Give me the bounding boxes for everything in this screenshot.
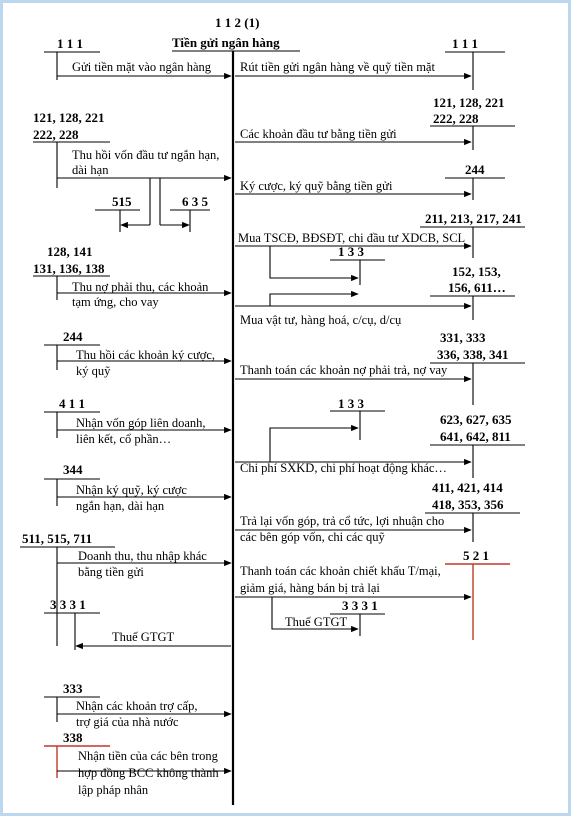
left-entry-411: 4 1 1 Nhận vốn góp liên doanh, liên kết,… xyxy=(44,396,232,446)
flow-label: Gửi tiền mặt vào ngân hàng xyxy=(72,60,212,74)
flow-label: lập pháp nhân xyxy=(78,783,149,797)
flow-arrow xyxy=(269,424,359,462)
account-label: 1 1 1 xyxy=(452,36,478,51)
flow-label: giảm giá, hàng bán bị trả lại xyxy=(240,581,380,595)
account-label: 5 2 1 xyxy=(463,548,489,563)
right-entry-521: 5 2 1 Thanh toán các khoản chiết khấu T/… xyxy=(235,548,510,640)
flow-label: Trả lại vốn góp, trả cổ tức, lợi nhuận c… xyxy=(240,514,444,528)
flow-label: ngắn hạn, dài hạn xyxy=(76,499,165,513)
flow-label: bằng tiền gửi xyxy=(78,565,144,579)
account-label: 244 xyxy=(63,329,83,344)
flow-label: Doanh thu, thu nhập khác xyxy=(78,549,207,563)
account-label: 121, 128, 221 xyxy=(433,95,505,110)
account-label: 623, 627, 635 xyxy=(440,412,512,427)
flow-label: các bên góp vốn, chi các quỹ xyxy=(240,530,385,544)
left-entry-333: 333 Nhận các khoản trợ cấp, trợ giá của … xyxy=(44,681,232,729)
account-label: 344 xyxy=(63,462,83,477)
account-label: 333 xyxy=(63,681,83,696)
account-label: 641, 642, 811 xyxy=(440,429,511,444)
flow-label: Các khoản đầu tư bằng tiền gửi xyxy=(240,127,397,141)
left-entry-121: 121, 128, 221 222, 228 Thu hồi vốn đầu t… xyxy=(33,110,232,232)
right-entry-121: 121, 128, 221 222, 228 Các khoản đầu tư … xyxy=(235,95,515,150)
flow-label: Thuế GTGT xyxy=(285,615,347,629)
flow-label: Nhận tiền của các bên trong xyxy=(78,749,219,763)
account-label: 1 3 3 xyxy=(338,244,365,259)
account-label: 6 3 5 xyxy=(182,194,209,209)
left-entry-244: 244 Thu hồi các khoản ký cược, ký quỹ xyxy=(44,329,232,378)
flow-label: Thu hồi các khoản ký cược, xyxy=(76,348,215,362)
account-label: 3 3 3 1 xyxy=(50,597,86,612)
flow-label: Thuế GTGT xyxy=(112,630,174,644)
flow-label: Thu nợ phải thu, các khoản xyxy=(72,280,209,294)
right-entry-411: 411, 421, 414 418, 353, 356 Trả lại vốn … xyxy=(235,480,520,544)
flow-arrow xyxy=(271,597,359,633)
account-label: 515 xyxy=(112,194,132,209)
account-name: Tiền gửi ngân hàng xyxy=(172,35,280,50)
flow-label: dài hạn xyxy=(72,163,109,177)
flow-arrow xyxy=(269,246,359,282)
flow-label: Rút tiền gửi ngân hàng về quỹ tiền mặt xyxy=(240,60,435,74)
account-label: 128, 141 xyxy=(47,244,93,259)
flow-label: hợp đồng BCC không thành xyxy=(78,766,219,780)
left-entry-344: 344 Nhận ký quỹ, ký cược ngắn hạn, dài h… xyxy=(44,462,232,513)
left-entry-338: 338 Nhận tiền của các bên trong hợp đồng… xyxy=(44,730,232,797)
account-label: 338 xyxy=(63,730,83,745)
flow-label: trợ giá của nhà nước xyxy=(76,715,179,729)
account-label: 131, 136, 138 xyxy=(33,261,105,276)
right-entry-152: 152, 153, 156, 611… Mua vật tư, hàng hoá… xyxy=(235,264,515,327)
account-label: 121, 128, 221 xyxy=(33,110,105,125)
right-entry-244: 244 Ký cược, ký quỹ bằng tiền gửi xyxy=(235,162,505,200)
flow-label: Thanh toán các khoản chiết khấu T/mại, xyxy=(240,564,441,578)
flow-label: Thu hồi vốn đầu tư ngắn hạn, xyxy=(72,148,219,162)
flow-label: Mua TSCĐ, BĐSĐT, chi đầu tư XDCB, SCL xyxy=(238,231,465,245)
right-entry-331: 331, 333 336, 338, 341 Thanh toán các kh… xyxy=(235,330,525,405)
right-entry-211: 211, 213, 217, 241 Mua TSCĐ, BĐSĐT, chi … xyxy=(235,211,525,285)
account-label: 211, 213, 217, 241 xyxy=(425,211,522,226)
left-entry-128: 128, 141 131, 136, 138 Thu nợ phải thu, … xyxy=(33,244,232,309)
right-entry-111: 1 1 1 Rút tiền gửi ngân hàng về quỹ tiền… xyxy=(235,36,505,90)
flow-label: Thanh toán các khoản nợ phải trả, nợ vay xyxy=(240,363,448,377)
account-code: 1 1 2 (1) xyxy=(215,15,259,30)
account-label: 1 3 3 xyxy=(338,396,365,411)
account-label: 152, 153, xyxy=(452,264,501,279)
account-label: 336, 338, 341 xyxy=(437,347,509,362)
flow-label: Nhận vốn góp liên doanh, xyxy=(76,416,206,430)
flow-arrow xyxy=(269,290,359,306)
account-label: 511, 515, 711 xyxy=(22,531,92,546)
left-entry-111: 1 1 1 Gửi tiền mặt vào ngân hàng xyxy=(44,36,232,80)
account-label: 331, 333 xyxy=(440,330,486,345)
flow-label: Nhận ký quỹ, ký cược xyxy=(76,483,187,497)
account-label: 411, 421, 414 xyxy=(432,480,503,495)
account-label: 222, 228 xyxy=(433,111,479,126)
right-entry-623: 1 3 3 623, 627, 635 641, 642, 811 Chi ph… xyxy=(235,396,525,478)
account-label: 418, 353, 356 xyxy=(432,497,504,512)
account-label: 3 3 3 1 xyxy=(342,598,378,613)
left-entry-511: 511, 515, 711 Doanh thu, thu nhập khác b… xyxy=(20,531,232,650)
account-label: 4 1 1 xyxy=(59,396,85,411)
flow-label: Nhận các khoản trợ cấp, xyxy=(76,699,197,713)
flow-label: liên kết, cổ phần… xyxy=(76,432,171,446)
account-label: 156, 611… xyxy=(448,280,506,295)
flow-label: Ký cược, ký quỹ bằng tiền gửi xyxy=(240,179,393,193)
account-label: 244 xyxy=(465,162,485,177)
account-label: 222, 228 xyxy=(33,127,79,142)
account-label: 1 1 1 xyxy=(57,36,83,51)
flow-label: Mua vật tư, hàng hoá, c/cụ, d/cụ xyxy=(240,313,402,327)
flow-label: tạm ứng, cho vay xyxy=(72,295,159,309)
flow-label: ký quỹ xyxy=(76,364,111,378)
flow-label: Chi phí SXKD, chi phí hoạt động khác… xyxy=(240,461,447,475)
